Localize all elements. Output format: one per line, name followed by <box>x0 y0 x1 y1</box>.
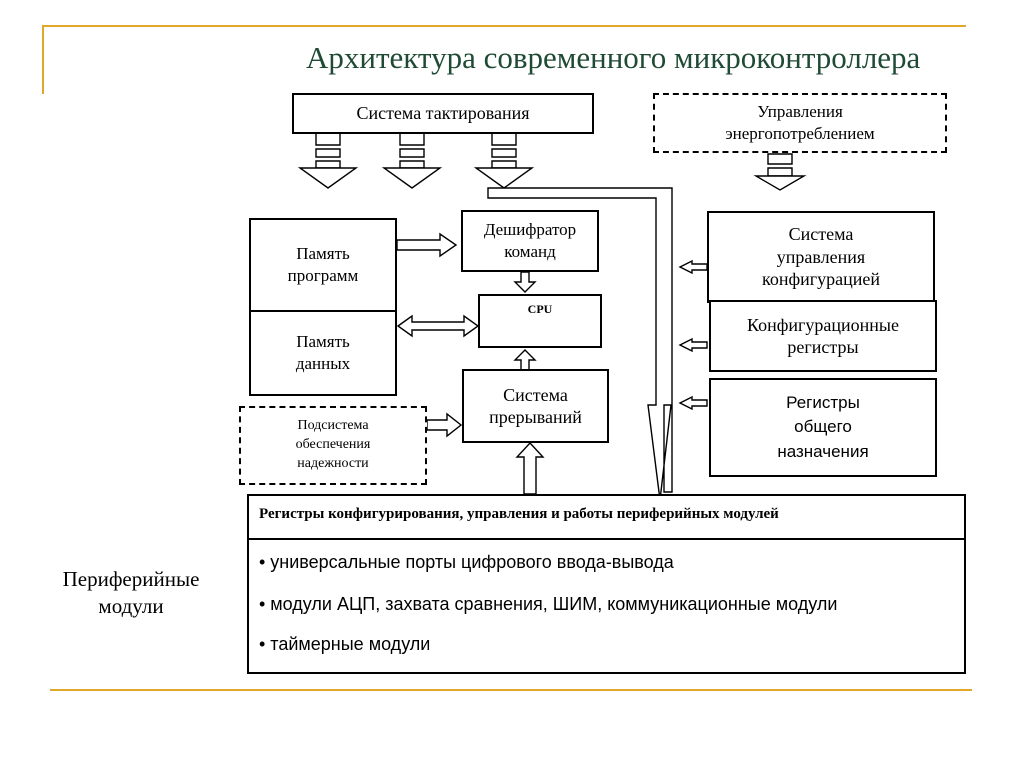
arrow-greg-bus <box>678 395 708 411</box>
general-registers-line-3: назначения <box>777 441 869 461</box>
power-arrow <box>767 153 793 177</box>
interrupt-line-1: Система <box>503 384 568 405</box>
config-mgmt-line-2: управления <box>776 246 866 267</box>
reliability-line-2: обеспечения <box>295 437 371 453</box>
reliability-line-3: надежности <box>297 455 369 471</box>
program-memory-line-2: программ <box>287 266 359 285</box>
power-arrow-head <box>753 175 807 191</box>
config-registers-block: Конфигурационные регистры <box>709 300 937 372</box>
clock-arrow-3 <box>491 132 517 169</box>
general-registers-line-1: Регистры <box>786 392 860 412</box>
interrupt-line-2: прерываний <box>489 407 582 427</box>
arrow-decoder-cpu <box>513 271 537 293</box>
config-mgmt-line-1: Система <box>788 224 854 245</box>
reliability-subsystem-block: Подсистема обеспечения надежности <box>239 406 427 485</box>
peripherals-header: Регистры конфигурирования, управления и … <box>249 496 964 540</box>
arrow-rel-int <box>426 412 463 438</box>
arrow-dm-cpu <box>396 314 480 338</box>
config-registers-line-2: регистры <box>787 337 859 357</box>
interrupt-system-block: Система прерываний <box>462 369 609 443</box>
clock-arrow-3-head <box>473 167 535 189</box>
power-management-line-2: энергопотреблением <box>725 124 875 143</box>
arrow-creg-bus <box>678 337 708 353</box>
power-management-block: Управления энергопотреблением <box>653 93 947 153</box>
clock-arrow-2 <box>399 132 425 169</box>
general-registers-line-2: общего <box>794 417 852 437</box>
clock-arrow-1 <box>315 132 341 169</box>
peripherals-block: Регистры конфигурирования, управления и … <box>247 494 966 674</box>
config-registers-line-1: Конфигурационные <box>746 314 900 335</box>
clock-system-label: Система тактирования <box>356 103 530 124</box>
general-registers-block: Регистры общего назначения <box>709 378 937 477</box>
peripherals-side-label: Периферийные модули <box>36 566 226 621</box>
clock-arrow-1-head <box>297 167 359 189</box>
side-label-line-1: Периферийные <box>62 567 200 591</box>
program-memory-block: Память программ <box>249 218 397 312</box>
arrow-pm-decoder <box>396 232 458 258</box>
data-memory-block: Память данных <box>249 310 397 396</box>
data-memory-line-1: Память <box>296 331 350 351</box>
instruction-decoder-block: Дешифратор команд <box>461 210 599 272</box>
power-management-line-1: Управления <box>757 101 843 121</box>
clock-arrow-2-head <box>381 167 443 189</box>
arrow-config-bus <box>678 259 708 275</box>
decoder-line-1: Дешифратор <box>483 219 577 239</box>
config-mgmt-line-3: конфигурацией <box>761 269 881 290</box>
data-memory-line-2: данных <box>295 354 351 373</box>
side-label-line-2: модули <box>98 594 164 619</box>
peripheral-item-gpio: • универсальные порты цифрового ввода-вы… <box>259 552 674 572</box>
program-memory-line-1: Память <box>296 243 350 263</box>
decoder-line-2: команд <box>504 242 556 261</box>
peripheral-item-adc: • модули АЦП, захвата сравнения, ШИМ, ко… <box>259 594 838 614</box>
config-management-block: Система управления конфигурацией <box>707 211 935 303</box>
arrow-periph-int <box>515 441 545 495</box>
reliability-line-1: Подсистема <box>297 418 369 434</box>
cpu-block: CPU <box>478 294 602 348</box>
peripheral-item-timers: • таймерные модули <box>259 634 431 654</box>
arrow-int-cpu <box>513 349 537 371</box>
page-title: Архитектура современного микроконтроллер… <box>306 40 921 75</box>
bus-arrow <box>487 187 673 501</box>
clock-system-block: Система тактирования <box>292 93 594 134</box>
cpu-label: CPU <box>527 302 553 316</box>
